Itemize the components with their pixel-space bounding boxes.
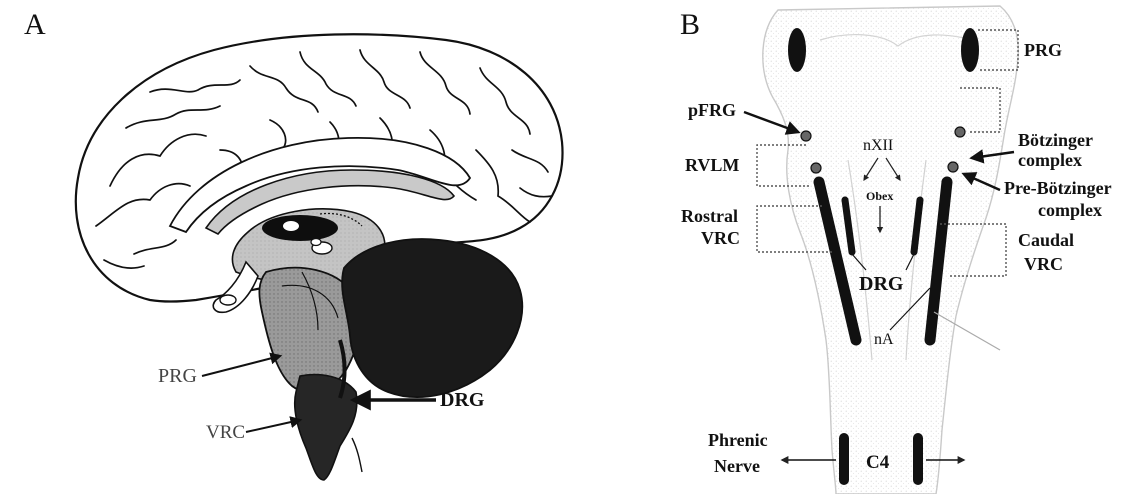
panel-b-label-botzinger-1: Bötzinger xyxy=(1018,130,1093,150)
panel-b-label-botzinger-2: complex xyxy=(1018,150,1082,170)
panel-a-label-drg: DRG xyxy=(440,389,485,411)
panel-a-arrow-prg xyxy=(202,356,280,376)
panel-b-label-caudal: Caudal xyxy=(1018,230,1074,250)
panel-b-label-nxii: nXII xyxy=(863,137,893,154)
panel-b-letter: B xyxy=(680,8,700,41)
panel-b-label-drg: DRG xyxy=(859,273,904,295)
panel-b: B PRG pFRG RVLM Ros xyxy=(680,6,1112,494)
panel-b-label-vrc-left: VRC xyxy=(701,228,740,248)
brainstem-outline xyxy=(763,6,1018,494)
panel-b-label-phrenic-1: Phrenic xyxy=(708,430,768,450)
panel-b-label-rvlm: RVLM xyxy=(685,155,739,175)
panel-a-label-prg: PRG xyxy=(158,365,197,387)
prebotzinger-nucleus xyxy=(948,162,958,172)
pfrg-nucleus xyxy=(801,131,811,141)
panel-b-label-vrc-right: VRC xyxy=(1024,254,1063,274)
panel-b-label-prg: PRG xyxy=(1024,40,1062,60)
panel-a-arrow-vrc xyxy=(246,420,300,432)
panel-b-label-obex: Obex xyxy=(866,189,893,203)
panel-a: A xyxy=(24,8,563,480)
panel-b-label-rostral: Rostral xyxy=(681,206,738,226)
prg-nucleus-right xyxy=(961,28,979,72)
medulla xyxy=(295,375,357,480)
panel-b-label-phrenic-2: Nerve xyxy=(714,456,760,476)
panel-a-letter: A xyxy=(24,8,46,41)
prg-nucleus-left xyxy=(788,28,806,72)
botzinger-nucleus xyxy=(955,127,965,137)
panel-b-label-prebot-2: complex xyxy=(1038,200,1102,220)
cerebellum xyxy=(342,239,522,397)
panel-b-label-na: nA xyxy=(874,331,894,348)
lateral-ventricle xyxy=(262,215,338,241)
panel-b-label-pfrg: pFRG xyxy=(688,100,736,120)
panel-a-label-vrc: VRC xyxy=(206,422,245,443)
panel-b-label-prebot-1: Pre-Bötzinger xyxy=(1004,178,1112,198)
panel-b-label-c4: C4 xyxy=(866,452,890,473)
rvlm-nucleus xyxy=(811,163,821,173)
